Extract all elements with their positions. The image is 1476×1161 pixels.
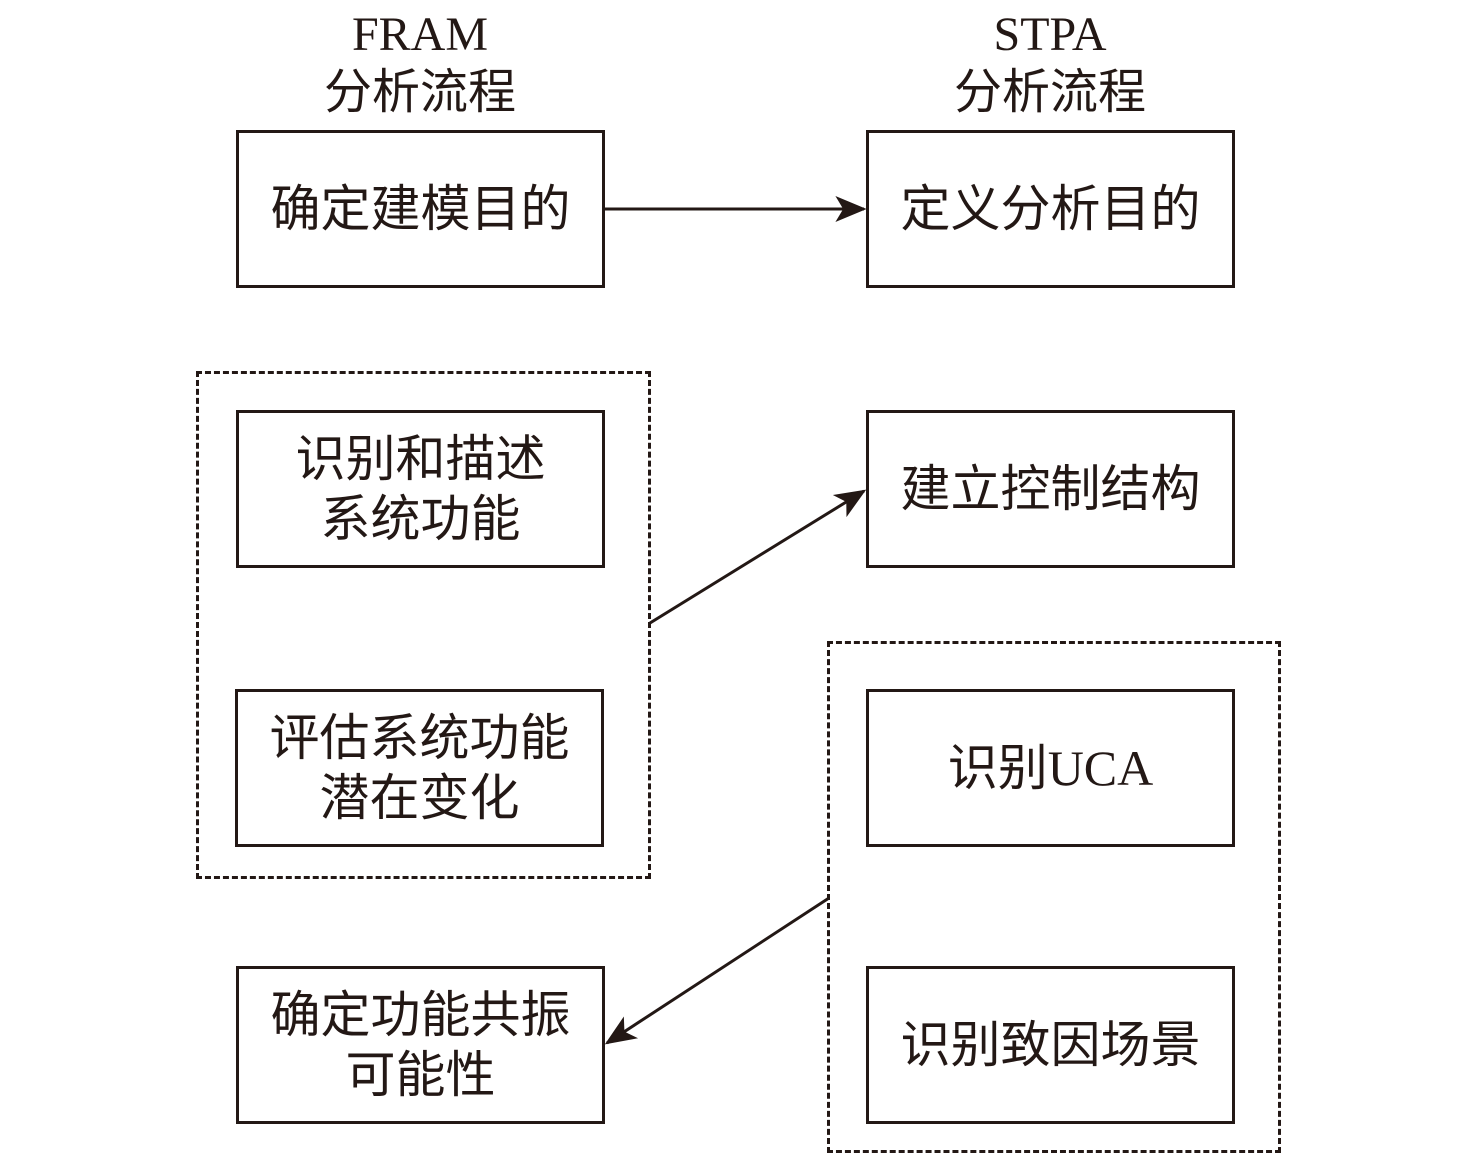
fram-subtitle: 分析流程 <box>323 66 516 119</box>
fram-dashed-group <box>196 371 651 879</box>
stpa-title: STPA <box>993 8 1107 61</box>
stpa-step-define-purpose: 定义分析目的 <box>866 130 1235 288</box>
fram-step-functional-resonance: 确定功能共振 可能性 <box>236 966 605 1124</box>
fram-title: FRAM <box>351 8 489 61</box>
stpa-step-causal-scenarios: 识别致因场景 <box>866 966 1235 1124</box>
fram-step-assess-variability: 评估系统功能 潜在变化 <box>235 689 604 847</box>
stpa-step-identify-uca: 识别UCA <box>866 689 1235 847</box>
stpa-dashed-group <box>827 641 1281 1153</box>
fram-step-determine-purpose: 确定建模目的 <box>236 130 605 288</box>
stpa-step-control-structure: 建立控制结构 <box>866 410 1235 568</box>
arrow-fram-group-to-control-structure <box>649 489 867 625</box>
arrow-stpa-group-to-resonance <box>604 896 830 1045</box>
fram-header: FRAM 分析流程 <box>270 6 570 122</box>
fram-step-identify-functions: 识别和描述 系统功能 <box>236 410 605 568</box>
stpa-subtitle: 分析流程 <box>953 66 1146 119</box>
stpa-header: STPA 分析流程 <box>900 6 1200 122</box>
